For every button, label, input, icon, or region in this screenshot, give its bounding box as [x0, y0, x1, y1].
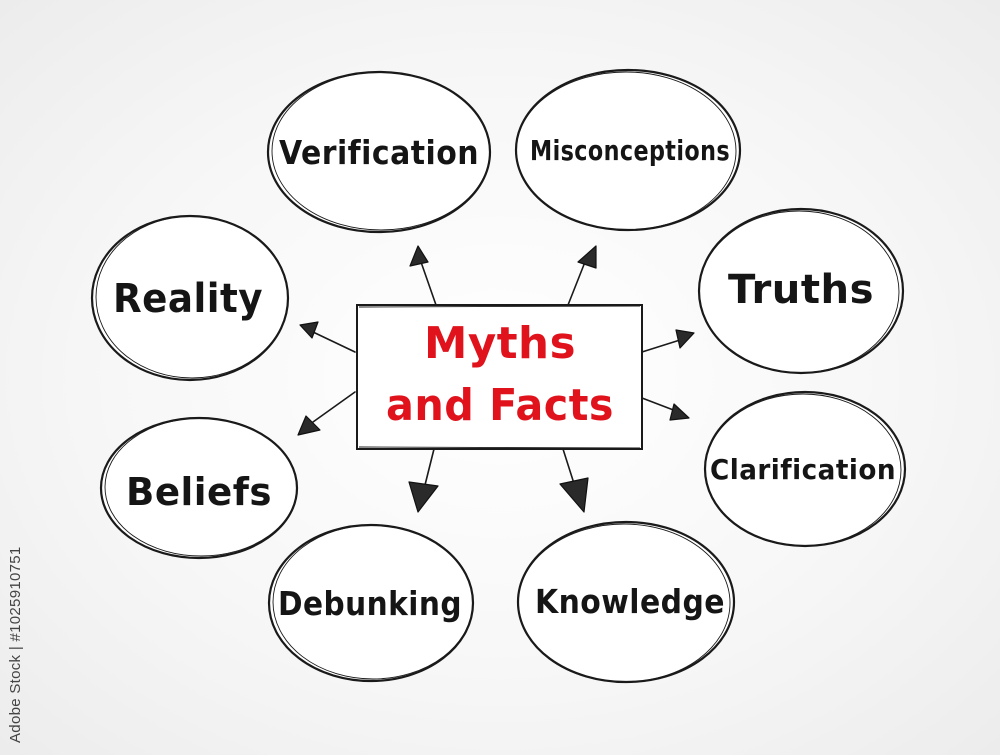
node-clarification-label: Clarification: [710, 453, 896, 486]
node-truths-label: Truths: [728, 267, 874, 313]
arrow-to-reality: [312, 331, 356, 353]
arrowhead-truths: [675, 329, 695, 349]
node-knowledge-sketch: [517, 523, 731, 683]
center-title-line1: Myths: [424, 318, 576, 369]
center-box: Myths and Facts: [356, 304, 643, 450]
arrowhead-knowledge: [559, 477, 589, 513]
node-reality-label: Reality: [113, 276, 263, 322]
node-debunking-sketch: [272, 524, 474, 680]
stock-id-watermark: Adobe Stock | #1025910751: [4, 515, 28, 745]
node-debunking-label: Debunking: [278, 584, 462, 623]
node-verification-label: Verification: [279, 133, 479, 172]
center-title-line2: and Facts: [386, 380, 614, 431]
node-reality-sketch: [95, 215, 289, 379]
node-clarification-sketch: [704, 393, 902, 547]
arrowhead-debunking: [408, 481, 439, 513]
arrow-to-verification: [420, 261, 437, 306]
arrowhead-clarification: [669, 403, 690, 421]
arrow-to-truths: [641, 339, 681, 353]
arrow-to-clarification: [641, 397, 677, 412]
arrowhead-verification: [409, 245, 429, 267]
arrow-to-misconceptions: [567, 261, 586, 306]
node-truths-sketch: [698, 210, 900, 374]
node-misconceptions-sketch: [515, 71, 737, 231]
node-knowledge-label: Knowledge: [535, 582, 725, 621]
node-verification-sketch: [271, 71, 491, 231]
arrowhead-reality: [299, 321, 319, 339]
node-beliefs-sketch: [104, 417, 298, 557]
node-misconceptions-label: Misconceptions: [530, 134, 730, 167]
arrowhead-misconceptions: [577, 245, 597, 269]
stock-id-text: Adobe Stock | #1025910751: [7, 546, 24, 743]
arrowhead-beliefs: [297, 415, 321, 436]
node-beliefs-label: Beliefs: [126, 470, 272, 514]
arrow-to-beliefs: [312, 391, 356, 423]
